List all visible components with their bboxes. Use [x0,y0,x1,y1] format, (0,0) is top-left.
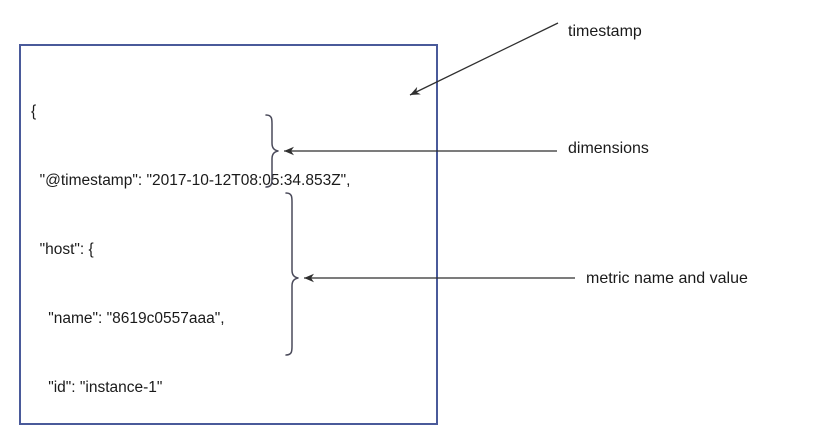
annotation-label-timestamp: timestamp [568,23,642,40]
json-line: { [31,103,37,120]
json-line-host-name: "name": "8619c0557aaa", [31,310,225,327]
annotation-label-dimensions: dimensions [568,140,649,157]
json-line-host-id: "id": "instance-1" [31,379,163,396]
json-document-text: { "@timestamp": "2017-10-12T08:05:34.853… [31,54,351,437]
json-line-host-open: "host": { [31,241,94,258]
annotation-label-metric-name-and-value: metric name and value [586,270,748,287]
json-document-box: { "@timestamp": "2017-10-12T08:05:34.853… [19,44,438,425]
json-line-timestamp: "@timestamp": "2017-10-12T08:05:34.853Z"… [31,172,351,189]
